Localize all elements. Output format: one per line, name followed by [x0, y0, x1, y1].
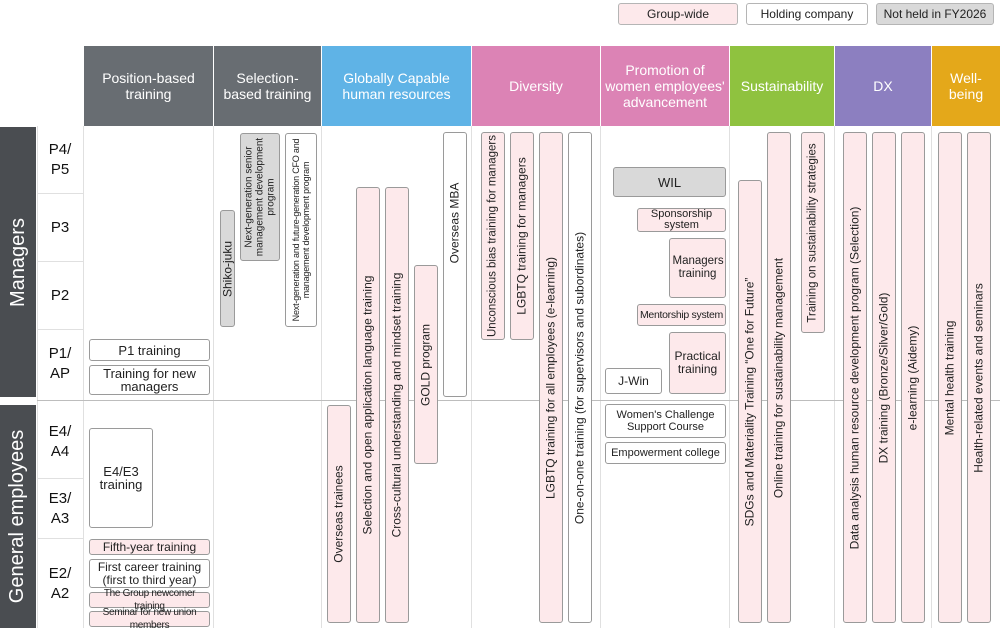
- grade-e4-a4: E4/ A4: [48, 422, 72, 460]
- training-new-managers: Training for new managers: [89, 365, 210, 395]
- womens-challenge-course: Women's Challenge Support Course: [605, 404, 726, 438]
- language-training: Selection and open application language …: [356, 187, 380, 623]
- legend-not-held: Not held in FY2026: [876, 3, 994, 25]
- one-on-one-training: One-on-one training (for supervisors and…: [568, 132, 592, 623]
- fifth-year-training: Fifth-year training: [89, 539, 210, 555]
- row-divider: [37, 478, 83, 479]
- legend-group-wide: Group-wide: [618, 3, 738, 25]
- wil: WIL: [613, 167, 726, 197]
- header-dx: DX: [835, 46, 931, 126]
- column-divider: [729, 126, 730, 628]
- row-divider: [37, 329, 83, 330]
- mental-health-training: Mental health training: [938, 132, 962, 623]
- group-newcomer-training: The Group newcomer training: [89, 588, 210, 612]
- empowerment-college: Empowerment college: [605, 442, 726, 464]
- sponsorship-system: Sponsorship system: [637, 208, 726, 232]
- next-gen-senior-management-program: Next-generation senior management develo…: [240, 133, 280, 261]
- grade-e2-a2: E2/ A2: [48, 564, 72, 602]
- column-divider: [834, 126, 835, 628]
- e4-e3-training: E4/E3 training: [89, 428, 153, 528]
- gold-program: GOLD program: [414, 265, 438, 464]
- header-selection-based: Selection-based training: [214, 46, 321, 126]
- cross-cultural-training: Cross-cultural understanding and mindset…: [385, 187, 409, 623]
- row-divider: [37, 261, 83, 262]
- mentorship-system: Mentorship system: [637, 304, 726, 326]
- sustainability-strategies-training: Training on sustainability strategies: [801, 132, 825, 333]
- header-well-being: Well-being: [932, 46, 1000, 126]
- online-sustainability-training: Online training for sustainability manag…: [767, 132, 791, 623]
- practical-training: Practical training: [669, 332, 726, 394]
- header-sustainability: Sustainability: [730, 46, 834, 126]
- column-divider: [83, 126, 84, 628]
- next-gen-cfo-program: Next-generation and future-generation CF…: [285, 133, 317, 327]
- legend-holding-company: Holding company: [746, 3, 868, 25]
- overseas-trainees: Overseas trainees: [327, 405, 351, 623]
- lgbtq-training-managers: LGBTQ training for managers: [510, 132, 534, 340]
- e-learning-aidemy: e-learning (Aidemy): [901, 132, 925, 623]
- grade-p1-ap: P1/ AP: [48, 344, 72, 382]
- health-events-seminars: Health-related events and seminars: [967, 132, 991, 623]
- p1-training: P1 training: [89, 339, 210, 361]
- dx-training: DX training (Bronze/Silver/Gold): [872, 132, 896, 623]
- column-divider: [37, 126, 38, 628]
- header-women-advancement: Promotion of women employees' advancemen…: [601, 46, 729, 126]
- unconscious-bias-training: Unconscious bias training for managers: [481, 132, 505, 340]
- column-divider: [600, 126, 601, 628]
- column-divider: [931, 126, 932, 628]
- overseas-mba: Overseas MBA: [443, 132, 467, 397]
- grade-p3: P3: [50, 218, 70, 236]
- column-divider: [321, 126, 322, 628]
- grade-p4-p5: P4/ P5: [48, 141, 72, 178]
- managers-general-divider: [37, 400, 1000, 401]
- header-diversity: Diversity: [472, 46, 600, 126]
- first-career-training: First career training (first to third ye…: [89, 559, 210, 588]
- column-divider: [471, 126, 472, 628]
- managers-training: Managers training: [669, 238, 726, 298]
- lgbtq-training-all-employees: LGBTQ training for all employees (e-lear…: [539, 132, 563, 623]
- header-position-based: Position-based training: [84, 46, 213, 126]
- grade-p2: P2: [50, 286, 70, 304]
- column-divider: [213, 126, 214, 628]
- sdgs-materiality-training: SDGs and Materiality Training “One for F…: [738, 180, 762, 623]
- shiko-juku: Shiko-juku: [220, 210, 235, 327]
- seminar-new-union-members: Seminar for new union members: [89, 607, 210, 631]
- row-divider: [37, 193, 83, 194]
- data-analysis-program: Data analysis human resource development…: [843, 132, 867, 623]
- header-globally-capable: Globally Capable human resources: [322, 46, 471, 126]
- row-divider: [37, 538, 83, 539]
- side-label-general-employees: General employees: [0, 405, 36, 628]
- j-win: J-Win: [605, 368, 662, 394]
- side-label-managers: Managers: [0, 127, 36, 397]
- grade-e3-a3: E3/ A3: [48, 489, 72, 527]
